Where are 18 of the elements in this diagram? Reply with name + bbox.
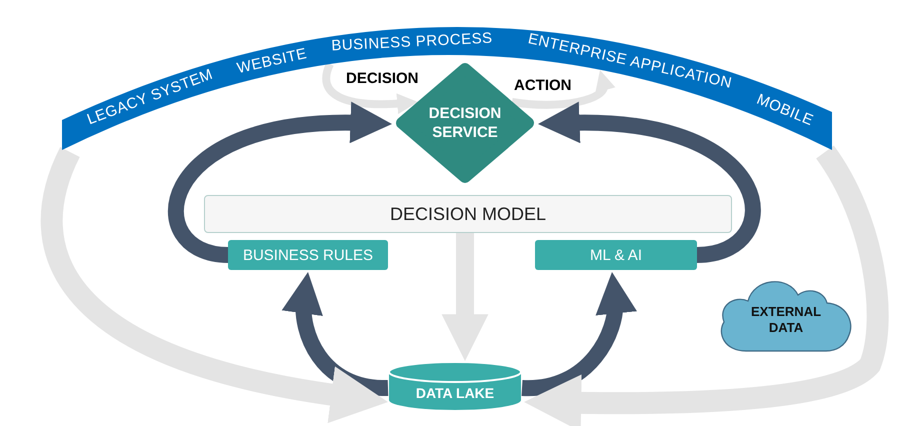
band-label: BUSINESS PROCESS [330,30,494,54]
node-label: ML & AI [590,246,642,264]
arrow [522,272,636,396]
node-label: DECISION SERVICE [428,104,502,142]
arrow [511,70,614,109]
component-box [535,240,697,270]
database-cylinder [388,360,522,410]
component-box [228,240,388,270]
arrow [41,148,388,422]
band-label: WEBSITE [236,45,308,77]
node-label: EXTERNAL DATA [750,304,822,336]
node-label: BUSINESS RULES [242,246,374,264]
arrow [524,146,889,426]
model-panel [204,195,732,233]
arrow [322,62,418,114]
arrow [442,233,488,361]
node-label: DECISION MODEL [390,204,546,224]
node-label: DATA LAKE [416,385,494,401]
